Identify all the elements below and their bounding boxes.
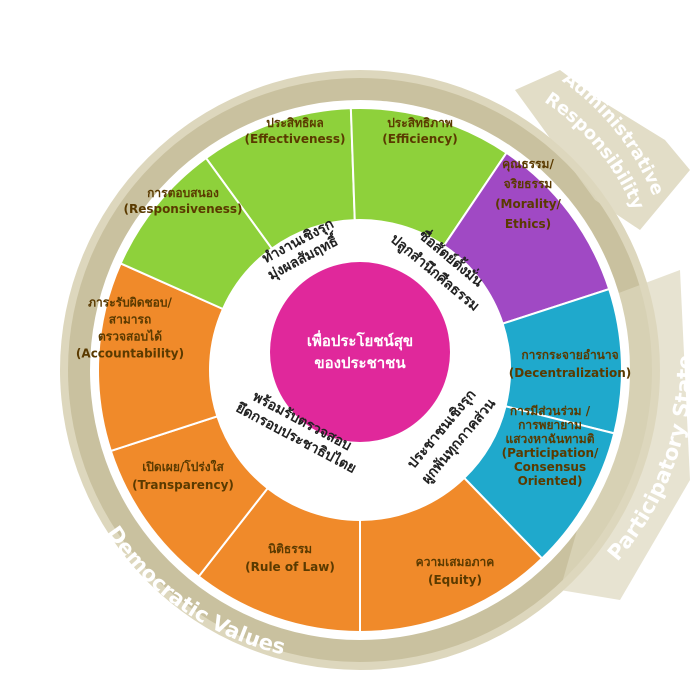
segment-label-accountability-3: (Accountability): [76, 347, 184, 361]
segment-label-transparency-1: (Transparency): [132, 478, 234, 492]
segment-label-participation-5: Oriented): [518, 474, 583, 488]
segment-label-accountability-1: สามารถ: [109, 313, 151, 327]
segment-ring: [97, 107, 623, 634]
segment-label-morality-2: (Morality/: [495, 197, 561, 211]
center-line-1: เพื่อประโยชน์สุข: [307, 330, 413, 351]
segment-label-transparency-0: เปิดเผย/โปร่งใส: [142, 459, 224, 474]
segment-label-rule-of-law-1: (Rule of Law): [245, 560, 335, 574]
segment-label-equity-0: ความเสมอภาค: [416, 555, 495, 569]
segment-label-accountability-2: ตรวจสอบได้: [98, 329, 162, 344]
segment-label-participation-2: แสวงหาฉันทามติ: [505, 432, 594, 446]
segment-label-morality-1: จริยธรรม: [504, 177, 553, 191]
segment-label-participation-3: (Participation/: [502, 446, 599, 460]
segment-label-responsiveness-0: การตอบสนอง: [147, 186, 219, 200]
participatory-arrow-shape: [560, 270, 690, 600]
segment-label-accountability-0: ภาระรับผิดชอบ/: [88, 296, 172, 310]
segment-label-morality-0: คุณธรรม/: [502, 157, 554, 172]
segment-label-efficiency-0: ประสิทธิภาพ: [387, 116, 453, 130]
segment-label-responsiveness-1: (Responsiveness): [123, 202, 242, 216]
segment-labels: ประสิทธิผล (Effectiveness) ประสิทธิภาพ (Eff…: [76, 116, 631, 587]
segment-label-equity-1: (Equity): [428, 573, 482, 587]
segment-label-decentralization-0: การกระจายอำนาจ: [521, 348, 618, 362]
segment-label-participation-1: การพยายาม: [518, 418, 582, 432]
segment-label-efficiency-1: (Efficiency): [382, 132, 457, 146]
center-line-2: ของประชาชน: [314, 354, 406, 372]
segment-label-effectiveness-0: ประสิทธิผล: [266, 116, 323, 130]
admin-arrow-shape: [515, 70, 690, 230]
segment-label-participation-0: การมีส่วนร่วม /: [510, 404, 591, 418]
segment-label-rule-of-law-0: นิติธรรม: [268, 542, 312, 556]
segment-label-decentralization-1: (Decentralization): [509, 366, 632, 380]
segment-label-participation-4: Consensus: [514, 460, 586, 474]
segment-label-morality-3: Ethics): [505, 217, 551, 231]
segment-label-effectiveness-1: (Effectiveness): [245, 132, 346, 146]
center-circle: [270, 262, 450, 442]
